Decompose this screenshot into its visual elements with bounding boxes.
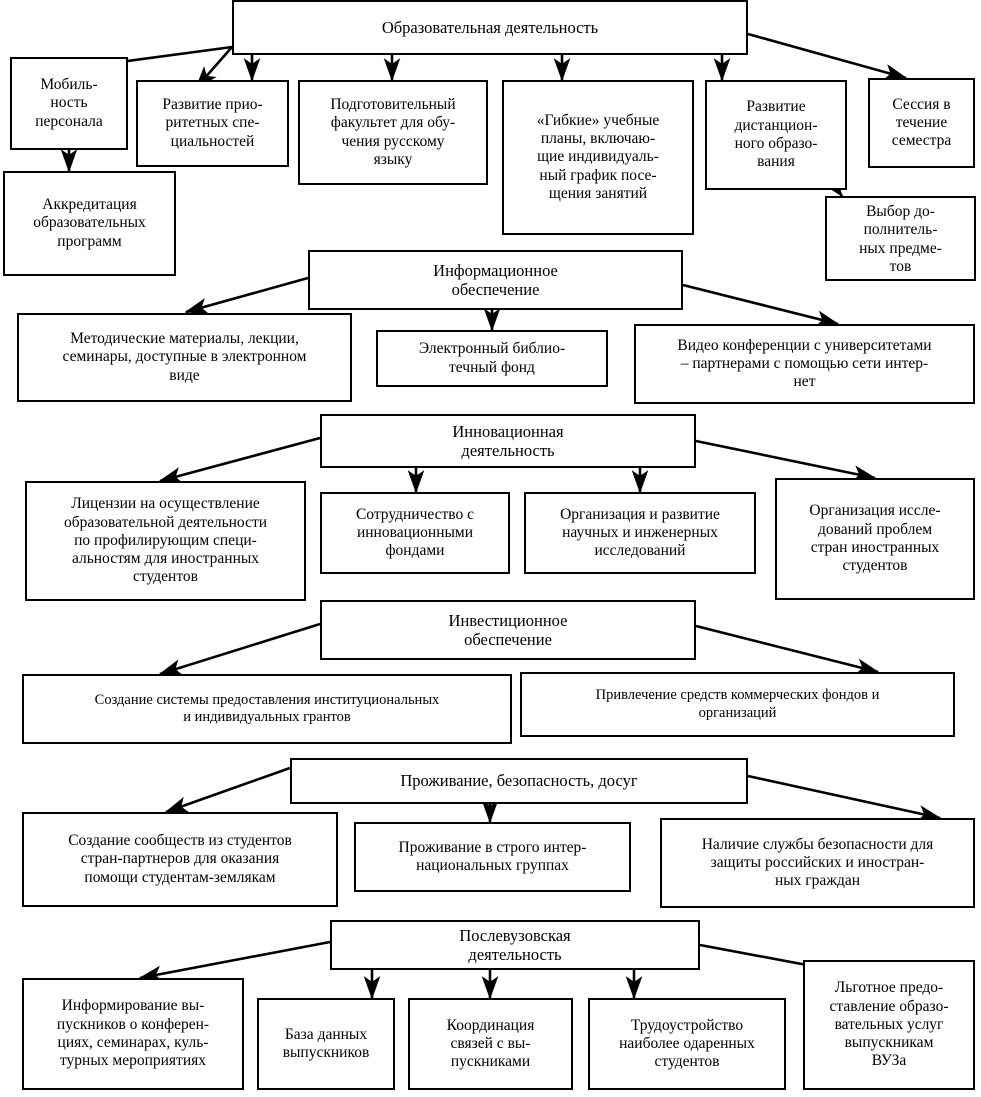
node-methodical-materials[interactable]: Методические материалы, лекции, семинары… [17,313,352,402]
node-priority-specialties[interactable]: Развитие прио- ритетных спе- циальностей [136,80,289,167]
node-alumni-database[interactable]: База данных выпускников [257,998,395,1090]
hub-investment-support[interactable]: Инвестиционное обеспечение [320,600,696,660]
node-session-during-semester[interactable]: Сессия в течение семестра [868,78,975,168]
node-licenses-for-education[interactable]: Лицензии на осуществление образовательно… [25,481,306,601]
node-institutional-individual-grants[interactable]: Создание системы предоставления институц… [22,674,512,744]
node-employment-of-gifted-students[interactable]: Трудоустройство наиболее одаренных студе… [588,998,786,1090]
node-student-communities[interactable]: Создание сообществ из студентов стран-па… [22,812,338,907]
node-cooperation-with-innovation-funds[interactable]: Сотрудничество с инновационными фондами [320,492,510,574]
hub-postgraduate-activity[interactable]: Послевузовская деятельность [330,920,700,970]
hub-information-support[interactable]: Информационное обеспечение [308,250,683,310]
node-video-conferences[interactable]: Видео конференции с университетами – пар… [634,324,975,404]
node-preferential-education-for-alumni[interactable]: Льготное предо- ставление образо- ватель… [803,960,975,1090]
node-electronic-library-fund[interactable]: Электронный библио- течный фонд [376,330,608,387]
node-scientific-engineering-research[interactable]: Организация и развитие научных и инженер… [524,492,756,574]
node-preparatory-faculty[interactable]: Подготовительный факультет для обу- чени… [298,80,488,185]
node-international-groups-housing[interactable]: Проживание в строго интер- национальных … [354,822,631,892]
node-alumni-information[interactable]: Информирование вы- пускников о конферен-… [22,978,244,1090]
hub-innovation-activity[interactable]: Инновационная деятельность [320,414,696,468]
hub-educational-activity[interactable]: Образовательная деятельность [232,0,748,55]
node-staff-mobility[interactable]: Мобиль- ность персонала [10,57,128,150]
node-flexible-curricula[interactable]: «Гибкие» учебные планы, включаю- щие инд… [502,80,694,235]
node-research-of-foreign-student-problems[interactable]: Организация иссле- дований проблем стран… [775,478,975,600]
node-commercial-funds-attraction[interactable]: Привлечение средств коммерческих фондов … [520,672,955,737]
node-elective-subjects[interactable]: Выбор до- полнитель- ных предме- тов [825,196,976,281]
node-alumni-relations-coordination[interactable]: Координация связей с вы- пускниками [408,998,573,1090]
hub-accommodation-safety-leisure[interactable]: Проживание, безопасность, досуг [290,758,748,804]
node-accreditation-of-programs[interactable]: Аккредитация образовательных программ [3,171,176,276]
node-security-service[interactable]: Наличие службы безопасности для защиты р… [660,818,975,908]
node-distance-education[interactable]: Развитие дистанцион- ного образо- вания [705,80,847,190]
